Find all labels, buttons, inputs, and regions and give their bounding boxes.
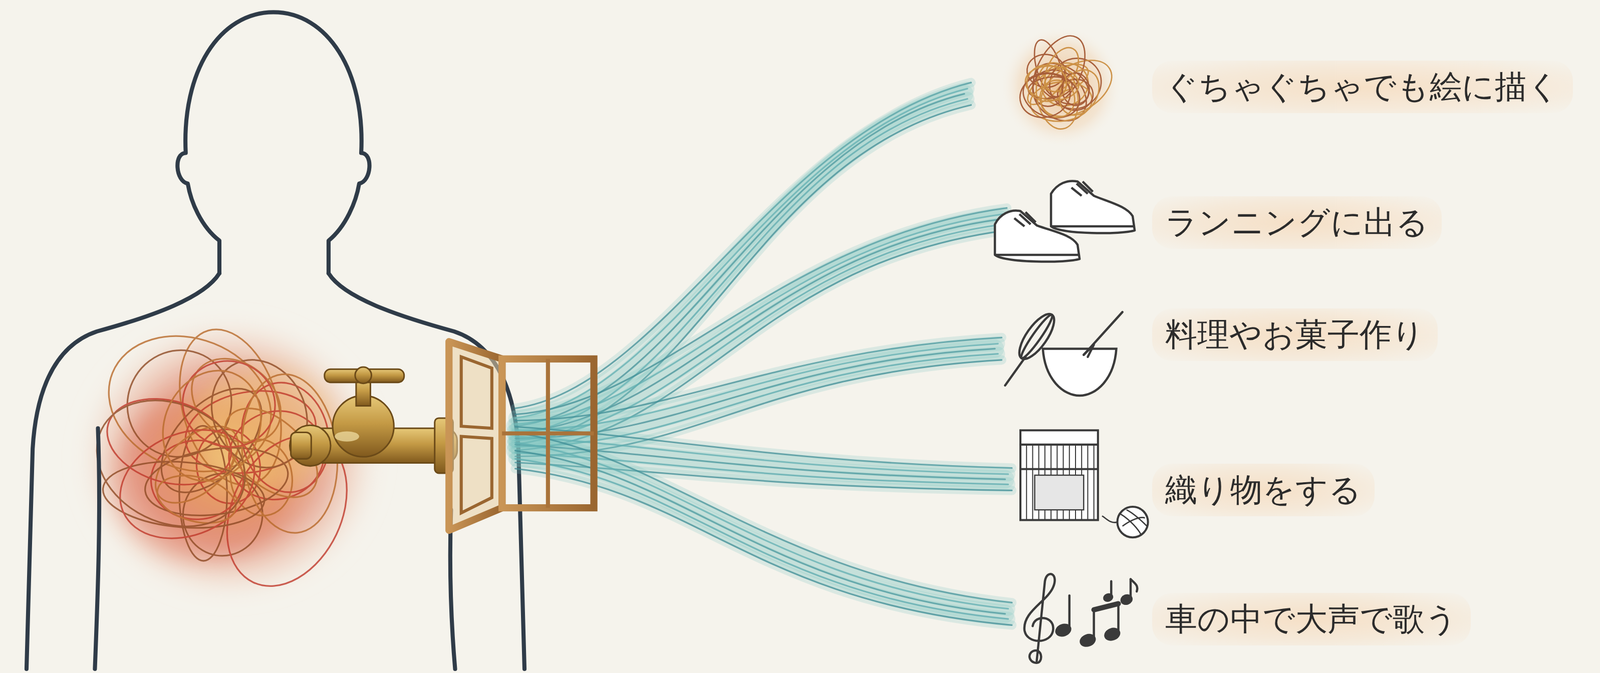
person-outline-part <box>177 12 370 274</box>
sneakers-icon <box>994 180 1135 262</box>
open-window-part <box>448 341 502 531</box>
open-window-part <box>461 436 492 514</box>
stream-line <box>515 468 1012 626</box>
music-notes-icon <box>1024 574 1138 663</box>
scribble-loop <box>232 375 339 500</box>
whisk-bowl-icon-part <box>1004 357 1026 386</box>
scribble-ball-icon-part <box>999 25 1123 148</box>
scribble-loop <box>208 391 335 515</box>
music-notes-icon-part <box>1024 574 1055 663</box>
scribble-loop <box>103 410 272 560</box>
person-outline <box>26 12 525 669</box>
activity-label: 織り物をする <box>1152 463 1375 517</box>
sneakers-icon-part <box>1050 180 1135 233</box>
tangled-scribble <box>75 313 371 607</box>
music-notes-icon-part <box>1129 579 1132 600</box>
loom-icon-part <box>1034 475 1085 510</box>
scribble-loop <box>1014 67 1077 124</box>
sneakers-icon-part <box>994 210 1080 262</box>
sneakers-icon-part <box>994 253 1080 256</box>
scribble-ball-icon-part <box>1014 27 1122 133</box>
activity-label: 車の中で大声で歌う <box>1152 593 1471 646</box>
activity-label: ぐちゃぐちゃでも絵に描く <box>1152 60 1573 114</box>
loom-thread <box>1093 444 1095 521</box>
activity-label: ランニングに出る <box>1152 196 1442 249</box>
person-outline-part <box>450 509 456 670</box>
loom-icon-part <box>1020 468 1099 471</box>
activity-label: 料理やお菓子作り <box>1152 308 1438 362</box>
person-outline-part <box>26 273 220 670</box>
music-notes-icon-part <box>1117 604 1120 633</box>
whisk-bowl-icon <box>1004 309 1123 396</box>
person-outline-part <box>328 273 525 670</box>
sneakers-icon-part <box>1014 212 1036 227</box>
music-notes-icon-part <box>1092 610 1095 639</box>
scribble-loop <box>1025 63 1069 104</box>
scribble-ball-icon <box>999 25 1123 148</box>
sneakers-icon-part <box>1071 181 1094 196</box>
loom-thread <box>1025 444 1027 521</box>
brass-faucet-part <box>290 425 331 466</box>
loom-icon-part <box>1117 506 1149 538</box>
open-window-part <box>448 341 502 531</box>
music-notes-icon-part <box>1068 595 1071 629</box>
loom-icon-part <box>1102 515 1118 523</box>
stream-wash <box>515 468 1012 626</box>
scribble-loop <box>145 354 279 497</box>
stream-wash <box>515 230 1007 451</box>
loom-icon-part <box>1120 509 1148 535</box>
open-window-part <box>461 357 492 429</box>
person-outline-part <box>94 428 100 670</box>
scribble-loop <box>1022 27 1096 115</box>
scribble-loop <box>174 353 283 456</box>
open-window-part <box>501 359 594 508</box>
open-window <box>448 341 594 531</box>
sneakers-icon-part <box>1050 225 1135 228</box>
stream-line <box>515 230 1007 451</box>
brass-faucet-part <box>291 432 312 459</box>
loom-thread <box>1031 444 1033 521</box>
brass-faucet-part <box>334 431 360 442</box>
brass-faucet-part <box>355 367 372 384</box>
water-streams <box>515 82 1012 626</box>
scribble-loop <box>152 467 241 531</box>
loom-icon-part <box>1020 443 1099 446</box>
loom-icon-part <box>1026 444 1094 521</box>
brass-faucet <box>290 367 458 474</box>
music-notes-icon-part <box>1110 581 1113 598</box>
music-notes-icon-part <box>1094 604 1119 611</box>
loom-thread <box>1087 444 1089 521</box>
scribble-loop <box>1051 62 1108 123</box>
loom-icon <box>1020 430 1149 538</box>
whisk-bowl-icon-part <box>1083 344 1094 357</box>
loom-icon-part <box>1020 430 1099 520</box>
whisk-bowl-icon-part <box>1042 348 1117 396</box>
open-window-part <box>501 431 594 436</box>
music-notes-icon-part <box>1130 579 1138 592</box>
scribble-loop <box>175 341 298 460</box>
